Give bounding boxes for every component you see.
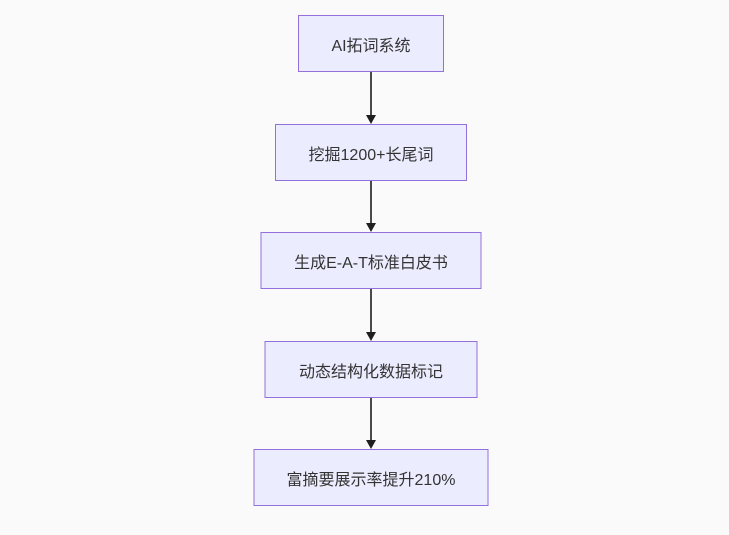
- arrow-connector-3: [365, 289, 377, 341]
- arrow-head-icon: [366, 332, 376, 341]
- arrow-connector-2: [365, 181, 377, 232]
- node-label: 富摘要展示率提升210%: [286, 471, 456, 489]
- arrow-head-icon: [366, 223, 376, 232]
- node-label: AI拓词系统: [331, 37, 411, 55]
- arrow-line: [370, 289, 372, 332]
- arrow-head-icon: [366, 115, 376, 124]
- node-label: 生成E-A-T标准白皮书: [294, 254, 448, 272]
- node-label: 动态结构化数据标记: [298, 363, 443, 381]
- arrow-connector-4: [365, 398, 377, 449]
- flowchart-node-ai-expansion-system: AI拓词系统: [298, 15, 444, 72]
- flowchart-node-longtail-mining: 挖掘1200+长尾词: [275, 124, 467, 181]
- node-label: 挖掘1200+长尾词: [308, 146, 434, 164]
- flowchart-node-eat-whitepaper: 生成E-A-T标准白皮书: [260, 232, 482, 289]
- arrow-connector-1: [365, 72, 377, 124]
- arrow-line: [370, 181, 372, 223]
- flowchart-node-rich-snippet-increase: 富摘要展示率提升210%: [253, 449, 489, 506]
- arrow-line: [370, 72, 372, 115]
- flowchart-node-structured-data-markup: 动态结构化数据标记: [264, 341, 478, 398]
- arrow-head-icon: [366, 440, 376, 449]
- arrow-line: [370, 398, 372, 440]
